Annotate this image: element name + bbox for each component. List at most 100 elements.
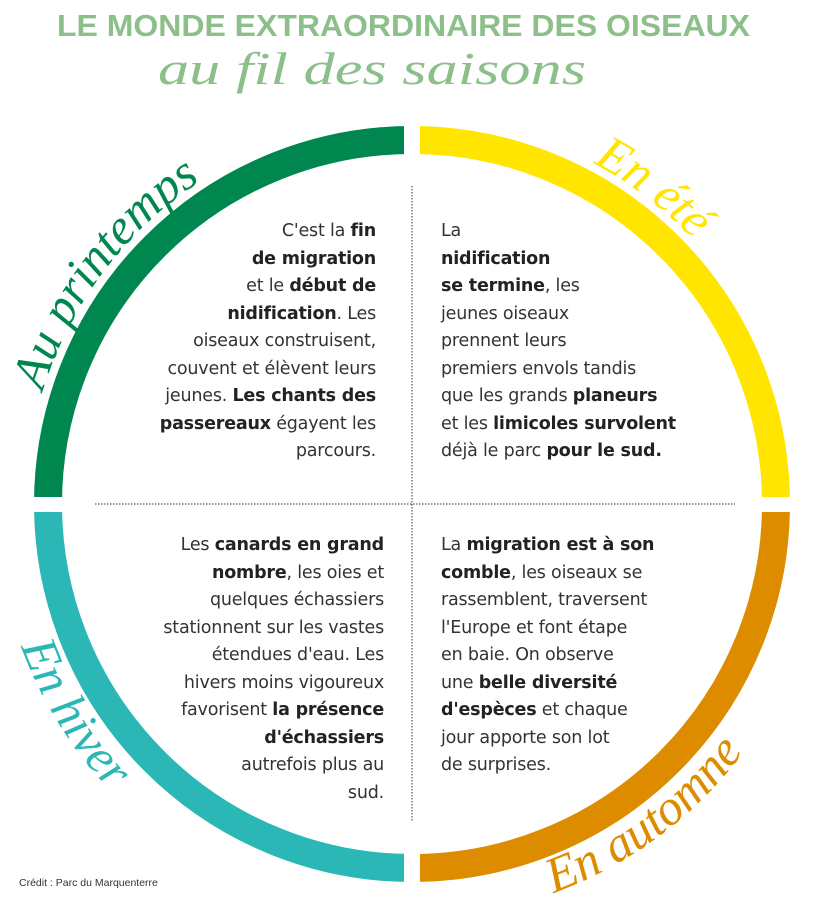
text-line: parcours. xyxy=(160,438,376,466)
bold-text: limicoles survolent xyxy=(493,413,676,434)
bold-text: se termine xyxy=(441,276,545,296)
text-segment: en baie. On observe xyxy=(441,645,614,665)
text-line: C'est la fin xyxy=(160,218,376,246)
text-line: déjà le parc pour le sud. xyxy=(441,438,676,466)
text-line: La migration est à son xyxy=(441,532,655,560)
bold-text: nidification xyxy=(441,248,551,269)
bold-text: canards en grand xyxy=(214,535,384,555)
text-line: hivers moins vigoureux xyxy=(163,670,384,698)
text-segment: autrefois plus au xyxy=(241,755,384,775)
text-line: en baie. On observe xyxy=(441,642,654,670)
text-segment: hivers moins vigoureux xyxy=(183,672,384,693)
arc-winter xyxy=(34,503,413,882)
text-line: et le début de xyxy=(160,273,376,301)
text-line: et les limicoles survolent xyxy=(441,411,676,439)
page-title: LE MONDE EXTRAORDINAIRE DES OISEAUX xyxy=(57,8,750,43)
text-line: comble, les oiseaux se xyxy=(441,560,654,588)
text-line: de migration xyxy=(160,246,376,274)
bold-text: passereaux xyxy=(159,413,271,434)
text-segment: et chaque xyxy=(536,700,628,720)
text-segment: égayent les xyxy=(270,413,376,434)
text-segment: prennent leurs xyxy=(441,331,567,351)
text-segment: stationnent sur les vastes xyxy=(163,617,384,638)
text-segment: jeunes oiseaux xyxy=(441,303,570,324)
text-line: prennent leurs xyxy=(441,328,676,356)
bold-text: de migration xyxy=(251,248,376,269)
text-line: l'Europe et font étape xyxy=(441,615,654,643)
text-segment: couvent et élèvent leurs xyxy=(167,358,376,379)
bold-text: Les chants des xyxy=(232,386,376,406)
text-segment: , les xyxy=(544,276,580,296)
text-segment: et les xyxy=(441,413,494,434)
text-segment: sud. xyxy=(347,782,384,803)
text-line: étendues d'eau. Les xyxy=(163,642,384,670)
text-line: rassemblent, traversent xyxy=(441,587,654,615)
bold-text: pour le sud. xyxy=(546,441,662,461)
text-segment: parcours. xyxy=(295,441,376,461)
text-segment: déjà le parc xyxy=(441,441,547,461)
text-segment: La xyxy=(441,535,467,555)
text-segment: premiers envols tandis xyxy=(441,358,637,379)
arc-autumn xyxy=(411,503,790,882)
text-segment: favorisent xyxy=(181,700,273,720)
text-line: couvent et élèvent leurs xyxy=(160,356,376,384)
text-line: d'espèces et chaque xyxy=(441,697,654,725)
text-line: nidification xyxy=(441,246,676,274)
bold-text: comble xyxy=(441,562,511,583)
text-segment: et le xyxy=(246,276,290,296)
text-line: Les canards en grand xyxy=(163,532,385,560)
text-line: passereaux égayent les xyxy=(160,411,376,439)
text-segment: jeunes. xyxy=(165,386,233,406)
text-segment: , les oiseaux se xyxy=(510,562,643,583)
text-segment: , les oies et xyxy=(286,562,385,583)
text-segment: l'Europe et font étape xyxy=(441,617,628,638)
text-segment: La xyxy=(441,221,462,241)
bold-text: migration est à son xyxy=(466,535,655,555)
text-segment: étendues d'eau. Les xyxy=(211,645,384,665)
text-line: quelques échassiers xyxy=(163,587,384,615)
text-line: une belle diversité xyxy=(441,670,654,698)
text-segment: de surprises. xyxy=(441,755,551,775)
text-line: sud. xyxy=(163,780,384,808)
bold-text: d'échassiers xyxy=(264,727,384,748)
page-subtitle: au fil des saisons xyxy=(158,43,586,94)
arc-spring xyxy=(34,126,413,505)
credit: Crédit : Parc du Marquenterre xyxy=(19,877,158,889)
bold-text: la présence xyxy=(272,700,384,720)
text-segment: C'est la xyxy=(281,221,351,241)
text-segment: jour apporte son lot xyxy=(441,727,610,748)
text-line: stationnent sur les vastes xyxy=(163,615,384,643)
text-line: jeunes. Les chants des xyxy=(160,383,376,411)
text-line: jeunes oiseaux xyxy=(441,301,676,329)
text-segment: oiseaux construisent, xyxy=(193,331,376,351)
text-line: nidification. Les xyxy=(160,301,376,329)
text-line: La xyxy=(441,218,676,246)
text-segment: une xyxy=(441,672,479,693)
bold-text: début de xyxy=(289,276,376,296)
text-segment: quelques échassiers xyxy=(209,590,384,610)
text-segment: . Les xyxy=(336,303,377,324)
bold-text: d'espèces xyxy=(441,700,537,720)
bold-text: nidification xyxy=(227,303,337,324)
arc-summer xyxy=(411,126,790,505)
gap-horizontal xyxy=(20,497,810,512)
bold-text: nombre xyxy=(211,562,287,583)
text-line: favorisent la présence xyxy=(163,697,384,725)
text-segment: Les xyxy=(180,535,215,555)
text-line: oiseaux construisent, xyxy=(160,328,376,356)
bold-text: fin xyxy=(350,221,377,241)
text-line: de surprises. xyxy=(441,752,654,780)
text-line: que les grands planeurs xyxy=(441,383,676,411)
bold-text: planeurs xyxy=(572,386,658,406)
text-segment: que les grands xyxy=(441,386,573,406)
text-line: nombre, les oies et xyxy=(163,560,384,588)
text-line: jour apporte son lot xyxy=(441,725,654,753)
text-line: premiers envols tandis xyxy=(441,356,676,384)
text-segment: rassemblent, traversent xyxy=(441,590,648,610)
text-line: se termine, les xyxy=(441,273,676,301)
text-line: autrefois plus au xyxy=(163,752,384,780)
